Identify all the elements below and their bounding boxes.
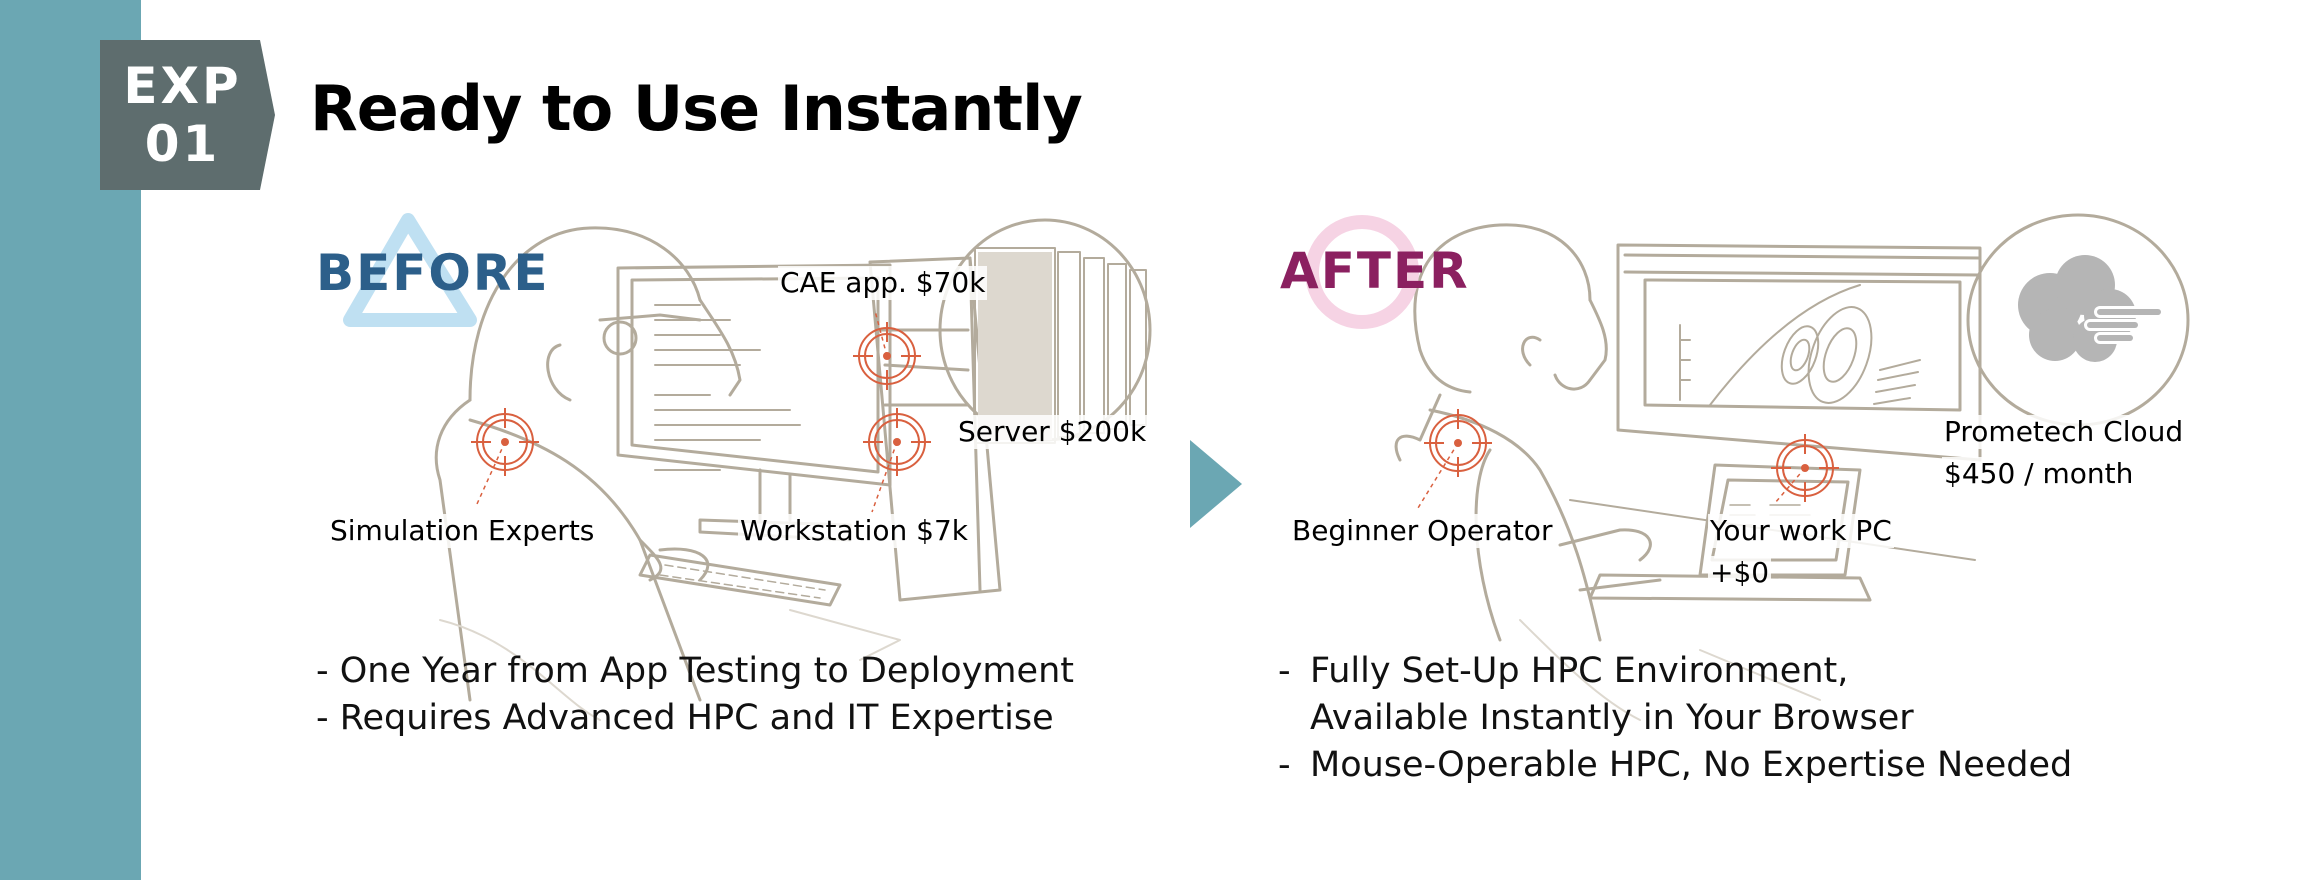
after-bullet: - Fully Set-Up HPC Environment, Availabl… (1278, 648, 2072, 742)
bullet-line: Mouse-Operable HPC, No Expertise Needed (1310, 745, 2073, 785)
speed-lines-icon (2084, 306, 2164, 344)
section-badge: EXP 01 (100, 40, 275, 190)
label-cloud-cost: $450 / month (1942, 457, 2136, 491)
badge-shape (100, 40, 275, 190)
before-bullet: - One Year from App Testing to Deploymen… (316, 651, 1074, 691)
keyboard (638, 553, 842, 607)
circle-icon (1305, 215, 1419, 329)
page-title: Ready to Use Instantly (310, 72, 1083, 145)
workstation-monitor (616, 263, 892, 542)
target-icon (471, 408, 539, 505)
label-workstation: Workstation $7k (738, 514, 971, 548)
bullet-dash: - (1278, 745, 1291, 785)
after-bullet-list: - Fully Set-Up HPC Environment, Availabl… (1278, 648, 2072, 789)
bullet-dash: - (1278, 651, 1291, 691)
label-work-pc: Your work PC (1708, 514, 1894, 548)
after-heading: AFTER (1280, 242, 1470, 300)
badge-number: 01 (144, 115, 221, 173)
target-icon (853, 310, 921, 390)
target-icon (1417, 409, 1492, 509)
badge-label: EXP (123, 57, 242, 115)
label-prometech-cloud: Prometech Cloud (1942, 415, 2186, 449)
label-work-pc-cost: +$0 (1708, 556, 1772, 590)
bullet-line: Fully Set-Up HPC Environment, (1310, 651, 1849, 691)
target-icon (1771, 434, 1839, 504)
label-simulation-experts: Simulation Experts (328, 514, 597, 548)
after-bullet: - Mouse-Operable HPC, No Expertise Neede… (1278, 742, 2072, 789)
arrow-right-icon (1190, 440, 1242, 528)
label-cae-app: CAE app. $70k (778, 266, 988, 300)
before-bullet-list: - One Year from App Testing to Deploymen… (316, 648, 1074, 742)
target-icon (863, 408, 931, 513)
label-server: Server $200k (956, 415, 1149, 449)
before-heading: BEFORE (316, 244, 550, 302)
bullet-line: Available Instantly in Your Browser (1310, 698, 1914, 738)
before-bullet: - Requires Advanced HPC and IT Expertise (316, 698, 1054, 738)
label-beginner-operator: Beginner Operator (1290, 514, 1555, 548)
cloud-monitor (1616, 243, 1982, 462)
triangle-icon (343, 213, 477, 327)
